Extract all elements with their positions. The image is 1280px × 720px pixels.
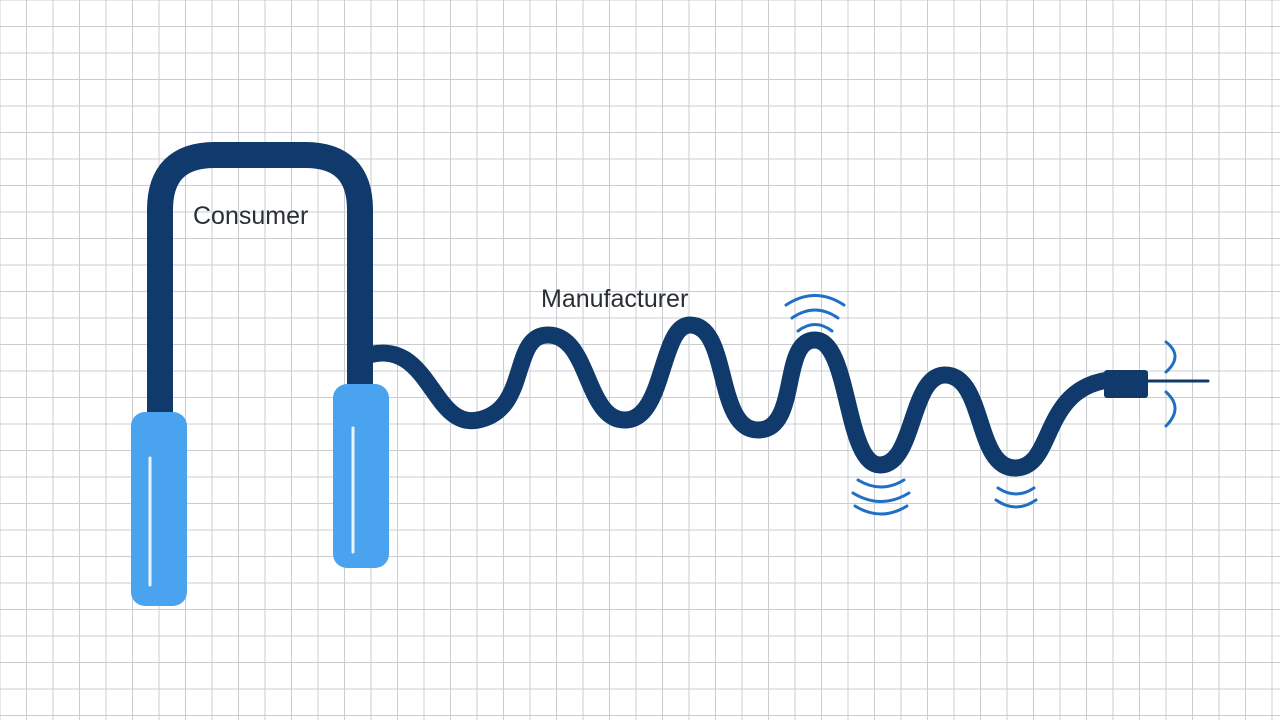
left-handle [131, 412, 187, 606]
consumer-label: Consumer [193, 202, 308, 230]
consumer-cable-loop [147, 142, 373, 431]
signal-waves-icon [784, 294, 846, 333]
manufacturer-label: Manufacturer [541, 285, 688, 313]
right-handle [333, 384, 389, 568]
signal-waves-icon [1164, 340, 1177, 428]
signal-waves-icon [851, 478, 911, 516]
plug-icon [1104, 370, 1210, 398]
signal-waves-group [784, 294, 1177, 516]
manufacturer-wavy-cable [351, 316, 1117, 477]
signal-waves-icon [994, 486, 1038, 509]
